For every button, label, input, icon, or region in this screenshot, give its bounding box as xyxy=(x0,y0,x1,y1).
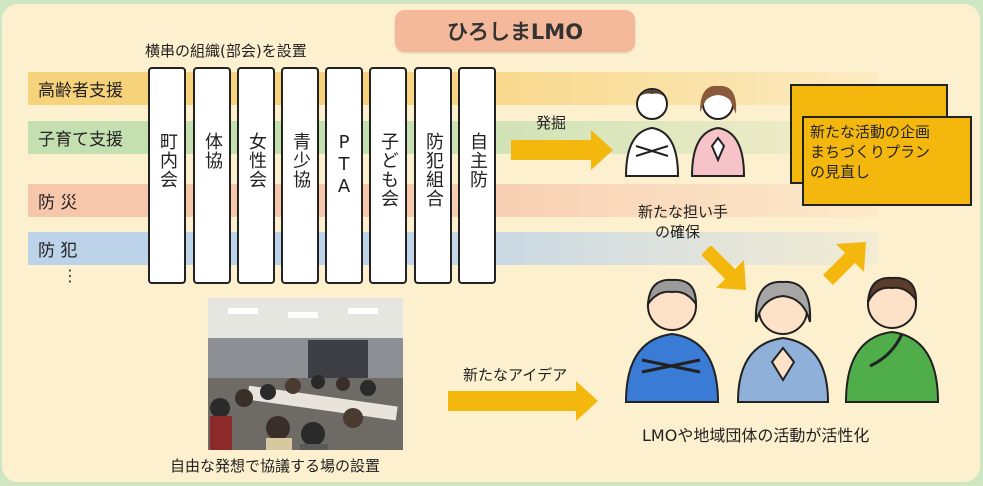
org-label: 防犯組合 xyxy=(423,132,444,208)
discover-label: 発掘 xyxy=(536,114,567,132)
activated-people-icon xyxy=(624,276,940,403)
diagram-frame: ひろしまLMO 横串の組織(部会)を設置 高齢者支援 子育て支援 防 災 防 犯… xyxy=(2,4,980,482)
plan-document-front: 新たな活動の企画 まちづくりプラン の見直し xyxy=(802,116,972,206)
diagram-title: ひろしまLMO xyxy=(395,10,635,52)
org-column-childrens-assoc: 子ども会 xyxy=(369,67,407,284)
new-leaders-line2: の確保 xyxy=(655,223,701,241)
photo-caption: 自由な発想で協議する場の設置 xyxy=(170,457,381,475)
org-label: 体協 xyxy=(202,132,223,170)
activation-label: LMOや地域団体の活動が活性化 xyxy=(642,426,870,445)
band-label: 防 災 xyxy=(38,193,78,213)
org-label: 自主防 xyxy=(467,132,488,189)
new-leaders-people-icon xyxy=(624,85,746,177)
org-column-self-defense: 自主防 xyxy=(458,67,496,284)
subtitle-cross-org: 横串の組織(部会)を設置 xyxy=(145,42,307,60)
org-label: PTA xyxy=(333,132,355,198)
plan-line1: 新たな活動の企画 xyxy=(810,123,931,141)
org-column-crime-prevention-union: 防犯組合 xyxy=(414,67,452,284)
plan-line2: まちづくりプラン xyxy=(810,143,931,161)
diagonal-arrow-down xyxy=(702,246,746,290)
org-label: 青少協 xyxy=(290,132,311,189)
band-label: 子育て支援 xyxy=(38,130,123,150)
discover-arrow xyxy=(511,130,613,170)
band-label: 高齢者支援 xyxy=(38,81,123,101)
org-label: 女性会 xyxy=(246,132,267,189)
meeting-photo xyxy=(208,298,403,450)
org-column-town-council: 町内会 xyxy=(148,67,186,284)
band-label: 防 犯 xyxy=(38,241,78,261)
ellipsis: ⋮ xyxy=(62,266,78,285)
org-label: 町内会 xyxy=(157,132,178,189)
diagonal-arrow-up xyxy=(823,242,866,285)
plan-line3: の見直し xyxy=(810,163,871,181)
new-idea-arrow xyxy=(448,381,598,421)
new-leaders-line1: 新たな担い手 xyxy=(638,203,729,221)
org-column-pta: PTA xyxy=(325,67,363,284)
org-label: 子ども会 xyxy=(378,132,399,208)
new-idea-label: 新たなアイデア xyxy=(463,366,568,384)
org-column-youth-council: 青少協 xyxy=(281,67,319,284)
org-column-sports-assoc: 体協 xyxy=(193,67,231,284)
org-column-womens-assoc: 女性会 xyxy=(237,67,275,284)
